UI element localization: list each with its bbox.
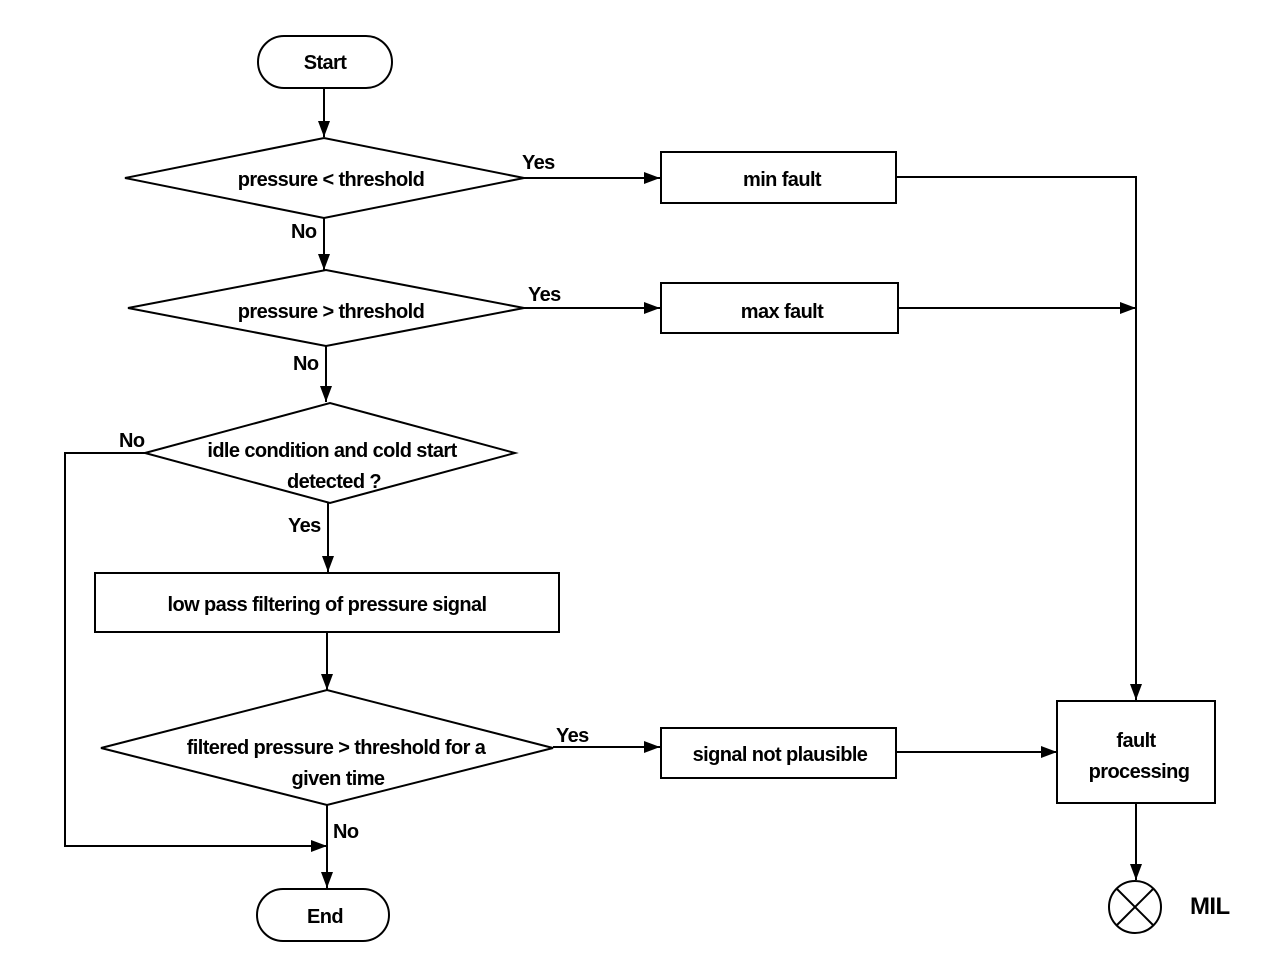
edge-label-yes: Yes (528, 284, 561, 306)
mil-label: MIL (1190, 893, 1230, 920)
decision-pressure-max: pressure > threshold (127, 268, 525, 348)
start-terminal (257, 35, 393, 89)
decision-max-label: pressure > threshold (238, 301, 424, 323)
start-label: Start (304, 52, 348, 74)
min-fault-box: min fault (660, 151, 897, 204)
decision-diamond (100, 688, 554, 807)
decision-filtered-label-line2: given time (292, 768, 385, 790)
process-low-pass-filter: low pass filtering of pressure signal (94, 572, 560, 633)
fault-processing-box: fault processing (1056, 700, 1216, 804)
lamp-cross-b (1116, 888, 1154, 926)
edge-min-fault-to-processing (896, 176, 1142, 700)
edge-idle-no (64, 452, 327, 852)
fault-processing-label-line1: fault (1116, 730, 1156, 752)
decision-diamond (127, 268, 525, 348)
edge-label-no: No (119, 430, 145, 452)
process-box (660, 282, 899, 334)
end-node: End (256, 888, 390, 942)
fault-processing-label-line2: processing (1089, 761, 1190, 783)
start-node: Start (257, 35, 393, 89)
max-fault-box: max fault (660, 282, 899, 334)
edge-label-no: No (333, 821, 359, 843)
process-box (94, 572, 560, 633)
edge-label-no: No (293, 353, 319, 375)
edge-label-no: No (291, 221, 317, 243)
process-box (1056, 700, 1216, 804)
decision-pressure-min: pressure < threshold (124, 136, 525, 220)
edge-label-yes: Yes (522, 152, 555, 174)
decision-filtered-label-line1: filtered pressure > threshold for a (187, 737, 487, 759)
max-fault-label: max fault (741, 301, 824, 323)
signal-not-plausible-label: signal not plausible (693, 744, 868, 766)
decision-idle-cold-start: idle condition and cold start detected ? (141, 401, 519, 505)
edge-labels: Yes No Yes No No Yes Yes No (119, 152, 590, 843)
process-box (660, 727, 897, 779)
connectors (64, 88, 1142, 888)
end-terminal (256, 888, 390, 942)
edge-label-yes: Yes (556, 725, 589, 747)
decision-filtered-pressure: filtered pressure > threshold for a give… (100, 688, 554, 807)
process-filter-label: low pass filtering of pressure signal (168, 594, 487, 616)
decision-idle-label-line2: detected ? (287, 471, 381, 493)
decision-diamond (124, 136, 525, 220)
end-label: End (307, 906, 343, 928)
decision-idle-label-line1: idle condition and cold start (207, 440, 457, 462)
min-fault-label: min fault (743, 169, 822, 191)
decision-diamond (141, 401, 519, 505)
edge-label-yes: Yes (288, 515, 321, 537)
decision-min-label: pressure < threshold (238, 169, 424, 191)
signal-not-plausible-box: signal not plausible (660, 727, 897, 779)
mil-lamp-icon (1108, 880, 1162, 934)
process-box (660, 151, 897, 204)
